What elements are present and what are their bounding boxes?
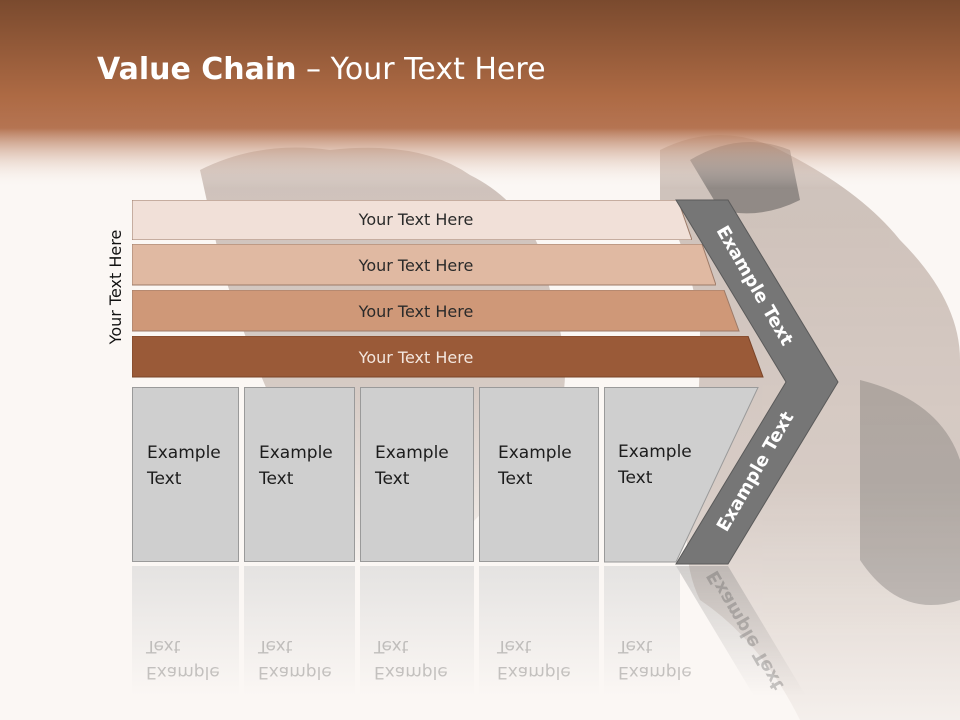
page-title: Value Chain – Your Text Here xyxy=(97,52,546,87)
example-box-3-reflection-text: Example Text xyxy=(374,633,448,685)
example-box-4-line1: Example xyxy=(498,443,572,463)
layer-bar-3-label: Your Text Here xyxy=(358,302,474,321)
example-box-3-reflection-line2: Text xyxy=(374,636,409,656)
layer-bar-4-label: Your Text Here xyxy=(358,348,474,367)
example-box-5-reflection-line1: Example xyxy=(618,662,692,682)
example-box-1-reflection-line1: Example xyxy=(146,662,220,682)
example-box-5-reflection-text: Example Text xyxy=(618,633,692,685)
example-box-4-line2: Text xyxy=(498,469,533,489)
example-box-1-reflection: Example Text xyxy=(132,566,239,696)
example-box-2-reflection-line2: Text xyxy=(258,636,293,656)
side-label: Your Text Here xyxy=(106,229,125,345)
example-box-4-reflection-line2: Text xyxy=(497,636,532,656)
chevron-arrow[interactable] xyxy=(670,196,846,568)
example-box-3-line1: Example xyxy=(375,443,449,463)
example-box-3-reflection: Example Text xyxy=(360,566,474,696)
example-box-2-line2: Text xyxy=(259,469,294,489)
example-box-5-reflection-line2: Text xyxy=(618,636,653,656)
layer-bar-1-shape xyxy=(132,200,692,240)
example-box-5-line1: Example xyxy=(618,442,692,462)
example-box-2-reflection-line1: Example xyxy=(258,662,332,682)
example-box-4-reflection-text: Example Text xyxy=(497,633,571,685)
example-box-2-reflection-text: Example Text xyxy=(258,633,332,685)
title-bold: Value Chain xyxy=(97,52,297,87)
example-box-2-reflection: Example Text xyxy=(244,566,355,696)
example-box-5-line2: Text xyxy=(618,468,653,488)
title-rest: – Your Text Here xyxy=(296,52,546,87)
layer-bar-1[interactable]: Your Text Here xyxy=(132,200,692,240)
example-box-5-reflection: Example Text xyxy=(604,566,692,696)
layer-bar-4[interactable]: Your Text Here xyxy=(132,336,764,378)
example-box-1-reflection-text: Example Text xyxy=(146,633,220,685)
example-box-1-line1: Example xyxy=(147,443,221,463)
chevron-shape xyxy=(675,199,839,565)
example-box-4-reflection: Example Text xyxy=(479,566,599,696)
example-box-4-reflection-line1: Example xyxy=(497,662,571,682)
layer-bar-3[interactable]: Your Text Here xyxy=(132,290,740,332)
example-box-1-reflection-line2: Text xyxy=(146,636,181,656)
example-box-1-line2: Text xyxy=(147,469,182,489)
example-box-3-reflection-line1: Example xyxy=(374,662,448,682)
example-box-3-line2: Text xyxy=(375,469,410,489)
layer-bar-2[interactable]: Your Text Here xyxy=(132,244,716,286)
layer-bar-4-shape xyxy=(132,336,764,378)
layer-bar-1-label: Your Text Here xyxy=(358,210,474,229)
layer-bar-2-shape xyxy=(132,244,716,286)
example-box-5-shape xyxy=(604,387,759,563)
example-box-2-line1: Example xyxy=(259,443,333,463)
layer-bar-2-label: Your Text Here xyxy=(358,256,474,275)
layer-bar-3-shape xyxy=(132,290,740,332)
example-box-5[interactable] xyxy=(604,387,760,563)
chevron-reflection xyxy=(676,566,806,696)
